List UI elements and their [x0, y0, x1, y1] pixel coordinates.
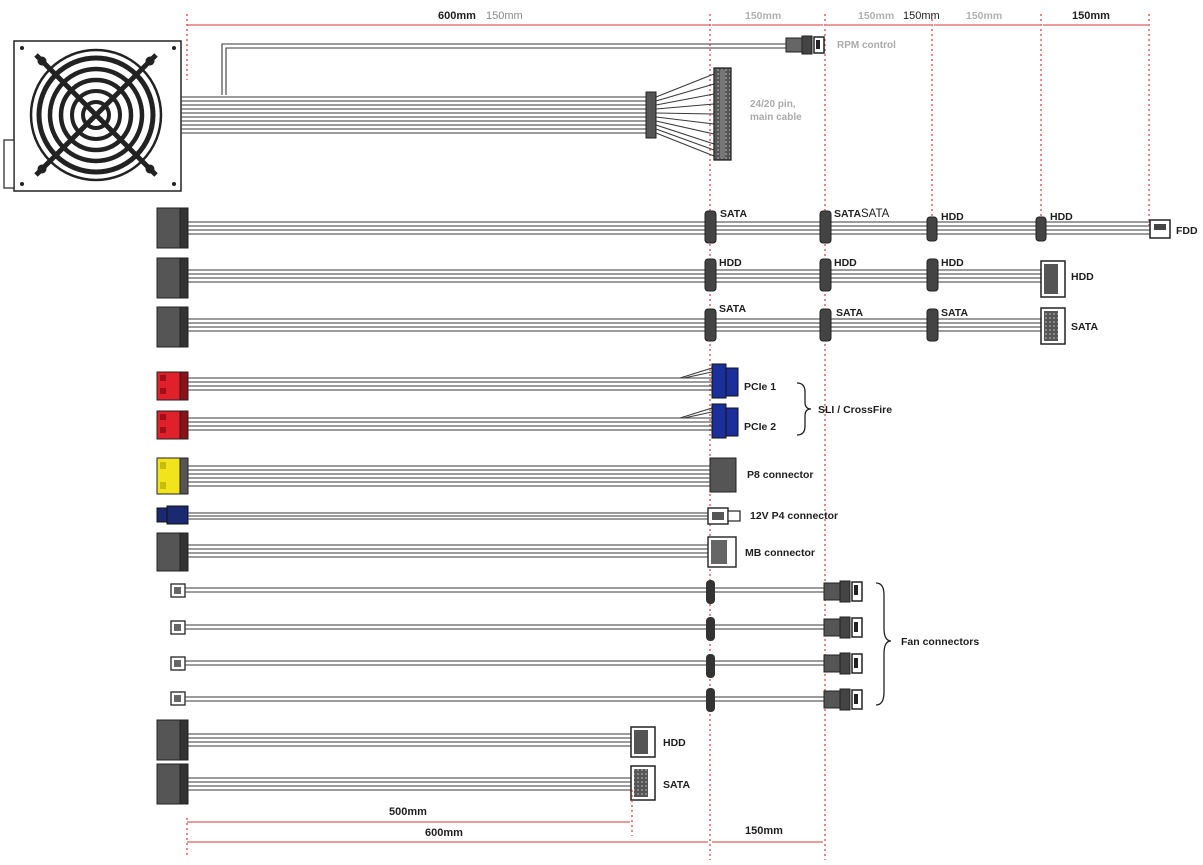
sata-fdd-label-1: SATA: [720, 208, 747, 220]
dim-150mm-seg2a: 150mm: [858, 10, 894, 22]
sata-fdd-label-5: HDD: [1050, 211, 1073, 223]
dim-500mm-bottom: 500mm: [389, 806, 427, 818]
dim-150mm-top-alt: 150mm: [486, 10, 523, 22]
sli-crossfire-label: SLI / CrossFire: [818, 404, 892, 416]
dim-150mm-bottom: 150mm: [745, 825, 783, 837]
mb-connector-label: MB connector: [745, 547, 815, 559]
fan-connectors-label: Fan connectors: [901, 636, 979, 648]
cable-short-sata: [156, 763, 656, 805]
p8-connector-label: P8 connector: [747, 469, 814, 481]
sata-label-3: SATA: [941, 307, 968, 319]
main-cable-label-line1: 24/20 pin,: [750, 99, 796, 110]
cable-p8: [156, 457, 737, 495]
dim-150mm-seg1: 150mm: [745, 10, 781, 22]
sata-label-4: SATA: [1071, 321, 1098, 333]
sata-fdd-label-3: SATA: [861, 208, 890, 220]
fan-bracket: [875, 582, 892, 706]
dim-150mm-seg4: 150mm: [1072, 10, 1110, 22]
fan-cable-4: [170, 688, 863, 712]
dim-600mm-top: 600mm: [438, 10, 476, 22]
sata-fdd-label-4: HDD: [941, 211, 964, 223]
psu-unit: [3, 40, 182, 192]
fan-cable-2: [170, 616, 863, 641]
sli-bracket: [796, 382, 812, 436]
hdd-label-1: HDD: [719, 257, 742, 269]
cable-row-hdd: [156, 257, 1066, 299]
cable-mb: [156, 532, 737, 572]
cable-row-sata-fdd: [156, 207, 1171, 249]
sata-label-2: SATA: [836, 307, 863, 319]
bottom-dimension-lines: [186, 790, 823, 858]
rpm-control-cable: [221, 35, 825, 95]
dim-150mm-seg2b: 150mm: [903, 10, 940, 22]
main-cable-label-line2: main cable: [750, 112, 802, 123]
short-sata-label: SATA: [663, 779, 690, 791]
pcie-2-label: PCIe 2: [744, 421, 776, 433]
rpm-control-label: RPM control: [837, 40, 896, 51]
p4-connector-label: 12V P4 connector: [750, 510, 838, 522]
hdd-label-2: HDD: [834, 257, 857, 269]
cable-p4: [156, 505, 741, 525]
cable-pcie-2: [156, 403, 739, 440]
dim-600mm-bottom: 600mm: [425, 827, 463, 839]
cable-short-hdd: [156, 719, 656, 761]
cable-row-sata: [156, 306, 1066, 348]
pcie-1-label: PCIe 1: [744, 381, 776, 393]
fan-cable-3: [170, 652, 863, 678]
hdd-label-3: HDD: [941, 257, 964, 269]
dim-150mm-seg3: 150mm: [966, 10, 1002, 22]
main-24pin-cable: [181, 67, 732, 161]
sata-fdd-label-2: SATA: [834, 208, 861, 220]
sata-fdd-label-6: FDD: [1176, 225, 1198, 237]
short-hdd-label: HDD: [663, 737, 686, 749]
hdd-label-4: HDD: [1071, 271, 1094, 283]
cable-pcie-1: [156, 363, 739, 401]
fan-cable-1: [170, 580, 863, 604]
top-dimension-lines: [186, 14, 1150, 860]
sata-label-1: SATA: [719, 303, 746, 315]
